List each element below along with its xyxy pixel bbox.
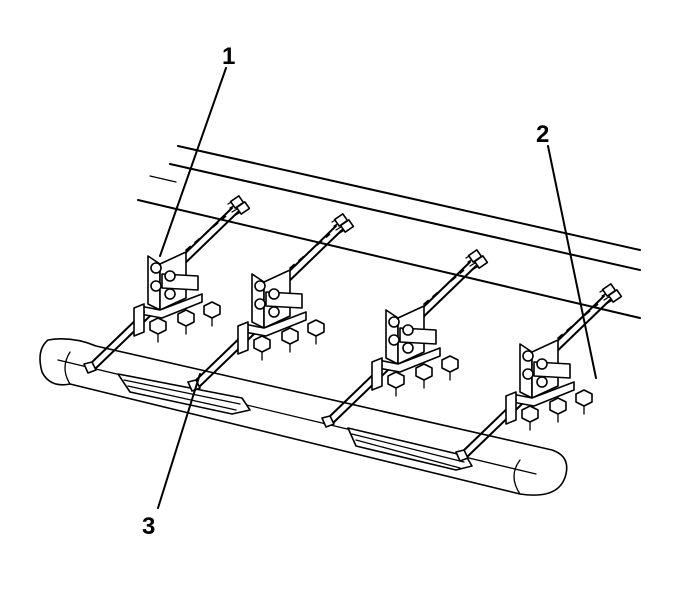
callout-3: 3 (142, 513, 155, 540)
callout-1: 1 (222, 43, 235, 70)
callout-2: 2 (536, 121, 549, 148)
leader-line-2 (547, 145, 597, 379)
leader-line-1 (159, 67, 227, 257)
assist-step-tube (39, 338, 568, 496)
bracket-assembly-4 (455, 282, 623, 462)
leader-line-3 (157, 373, 201, 509)
step-pad-front (117, 373, 251, 415)
bracket-assembly-1 (83, 194, 251, 374)
vehicle-frame (137, 145, 641, 319)
